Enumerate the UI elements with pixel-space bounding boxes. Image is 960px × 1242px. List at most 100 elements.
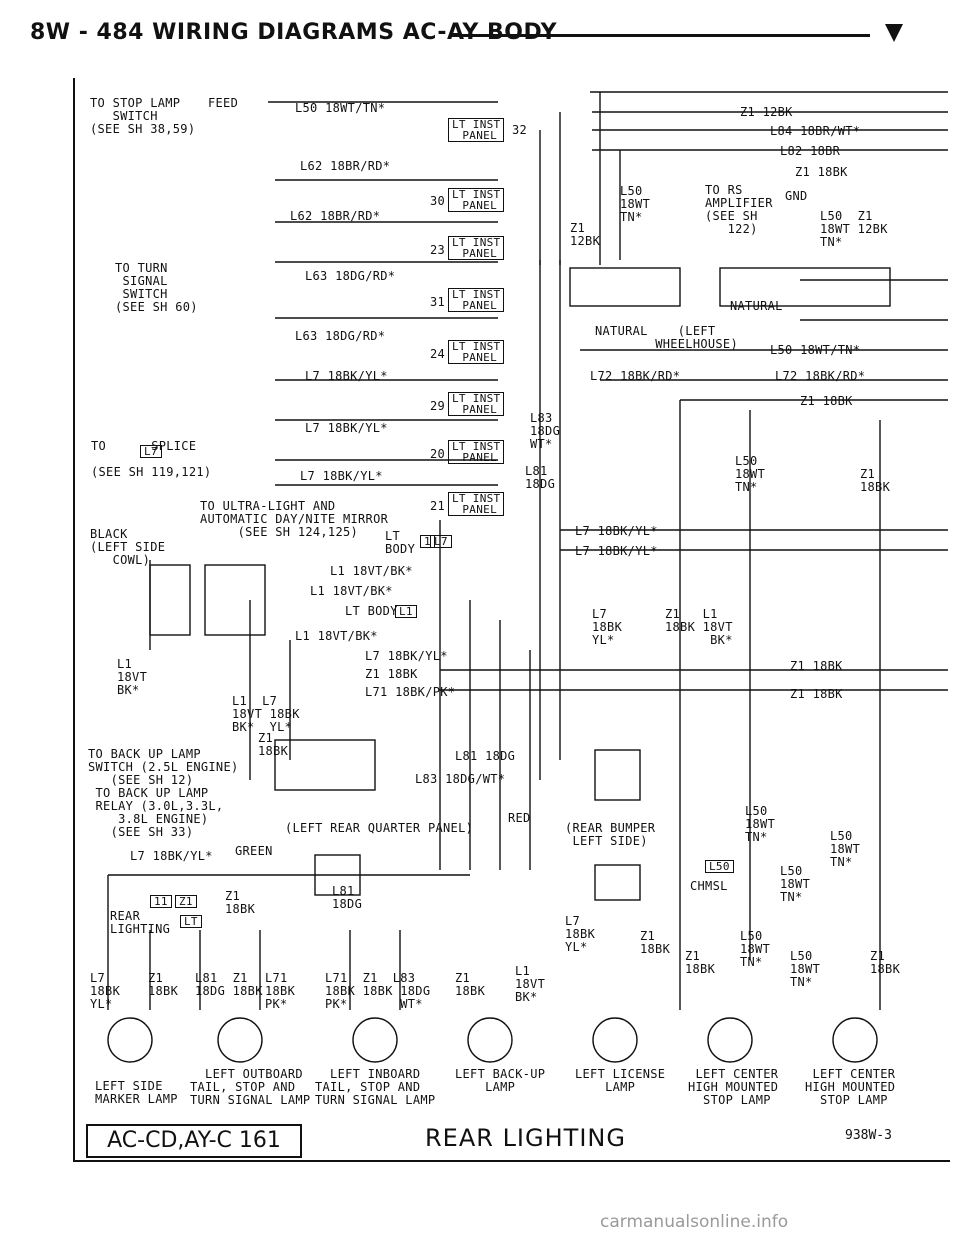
chmsl-l50-tag: L50 xyxy=(705,860,734,873)
wire-w23: L7 18BK/YL* xyxy=(575,524,658,538)
label-rear-lighting: REAR LIGHTING xyxy=(110,909,171,936)
wire-w20: L71 18BK/PK* xyxy=(365,685,456,699)
bottom-wire-b6: Z1 18BK xyxy=(455,971,486,998)
splice-tag: L7 xyxy=(140,445,162,458)
right-vertical-wires xyxy=(679,279,948,1010)
wire-w22: L83 18DG/WT* xyxy=(415,772,506,786)
wire-w26: Z1 18BK xyxy=(790,687,843,701)
wire-w11: L72 18BK/RD* xyxy=(590,369,681,383)
label-stop-switch: TO STOP LAMP SWITCH (SEE SH 38,59) xyxy=(90,96,196,136)
wire-w7: L62 18BR/RD* xyxy=(290,209,381,223)
chmsl-lamp-2-icon xyxy=(832,1017,878,1063)
vertical-tag-v14: L50 18WT TN* xyxy=(830,829,861,869)
vertical-tag-v4: L83 18DG WT* xyxy=(530,411,561,451)
vertical-tag-v3: L50 Z1 18WT 12BK TN* xyxy=(820,209,888,249)
wire-w12: L72 18BK/RD* xyxy=(775,369,866,383)
vertical-tag-v23: Z1 18BK xyxy=(870,949,901,976)
header-marker-icon xyxy=(885,24,903,42)
wire-w10: L7 18BK/YL* xyxy=(305,369,388,383)
footer-number: 938W-3 xyxy=(845,1128,892,1143)
lt-body-l1-tag: L1 xyxy=(395,605,417,618)
rear-lighting-lt-tag: LT xyxy=(180,915,202,928)
wire-w18: L7 18BK/YL* xyxy=(365,649,448,663)
label-ultralight: TO ULTRA-LIGHT AND AUTOMATIC DAY/NITE MI… xyxy=(200,499,389,539)
left-feed-wires xyxy=(268,101,498,486)
label-lt-body-2: LT BODY xyxy=(385,529,416,556)
quarter-panel-connector xyxy=(274,739,376,791)
connector-number-31: 31 xyxy=(430,295,446,309)
label-backup-switch: TO BACK UP LAMP SWITCH (2.5L ENGINE) (SE… xyxy=(88,747,239,839)
label-chmsl: CHMSL xyxy=(690,879,728,893)
rear-lighting-11-tag: 11 xyxy=(150,895,172,908)
lamp-left-backup: LEFT BACK-UP LAMP xyxy=(455,1067,546,1094)
vertical-tag-v8: L7 18BK YL* xyxy=(592,607,623,647)
vertical-tag-v22: L50 18WT TN* xyxy=(790,949,821,989)
vertical-tag-v12: Z1 18BK xyxy=(258,731,289,758)
rear-lighting-connector xyxy=(314,854,361,896)
wire-w3: L84 18BR/WT* xyxy=(770,124,861,138)
label-red: RED xyxy=(508,811,531,825)
bottom-wire-b4: L71 18BK PK* xyxy=(265,971,296,1011)
wire-w4: L82 18BR xyxy=(780,144,841,158)
lamp-left-side-marker: LEFT SIDE MARKER LAMP xyxy=(95,1079,178,1106)
connectors xyxy=(149,267,891,901)
center-vertical-wires xyxy=(439,260,561,870)
z1-bus-wires xyxy=(440,669,948,691)
panel-tag-29: LT INST PANEL xyxy=(448,392,505,416)
wire-w6: Z1 18BK xyxy=(795,165,848,179)
wire-w28: L50 18WT/TN* xyxy=(770,343,861,357)
panel-tag-32: LT INST PANEL xyxy=(448,118,505,142)
wire-w14: L7 18BK/YL* xyxy=(300,469,383,483)
l7-bus-wires xyxy=(560,529,948,551)
lamp-left-license: LEFT LICENSE LAMP xyxy=(575,1067,666,1094)
vertical-tag-v18: L7 18BK YL* xyxy=(565,914,596,954)
bottom-wire-b5: L71 Z1 L83 18BK 18BK 18DG PK* WT* xyxy=(325,971,431,1011)
label-natural: NATURAL xyxy=(730,299,783,313)
wire-w2: Z1 12BK xyxy=(740,105,793,119)
vertical-tag-v21: Z1 18BK xyxy=(685,949,716,976)
connector-number-24: 24 xyxy=(430,347,446,361)
mid-bus-wires xyxy=(580,349,948,401)
watermark: carmanualsonline.info xyxy=(600,1212,789,1232)
panel-tag-31: LT INST PANEL xyxy=(448,288,505,312)
label-natural-wheelhouse: NATURAL (LEFT WHEELHOUSE) xyxy=(595,324,738,351)
wire-w29: L7 18BK/YL* xyxy=(130,849,213,863)
vertical-tag-v16: Z1 18BK xyxy=(225,889,256,916)
label-black-cowl: BLACK (LEFT SIDE COWL) xyxy=(90,527,166,567)
wire-w19: Z1 18BK xyxy=(365,667,418,681)
rear-lighting-z1-tag: Z1 xyxy=(175,895,197,908)
wire-w15: L1 18VT/BK* xyxy=(330,564,413,578)
left-outboard-lamp-icon xyxy=(217,1017,263,1063)
lamps xyxy=(107,1017,878,1063)
wire-w1: L50 18WT/TN* xyxy=(295,101,386,115)
license-connector xyxy=(594,864,641,901)
black-cowl-connector xyxy=(149,564,191,636)
panel-tag-30: LT INST PANEL xyxy=(448,188,505,212)
label-quarter-panel: (LEFT REAR QUARTER PANEL) xyxy=(285,821,474,835)
panel-tag-24: LT INST PANEL xyxy=(448,340,505,364)
wire-w9: L63 18DG/RD* xyxy=(295,329,386,343)
right-bus-wires-top xyxy=(590,91,948,151)
wire-w17: L1 18VT/BK* xyxy=(295,629,378,643)
vertical-tag-v7: Z1 18BK xyxy=(860,467,891,494)
rear-bumper-connector xyxy=(594,749,641,801)
label-lt-body: LT BODY xyxy=(345,604,398,618)
connector-number-30: 30 xyxy=(430,194,446,208)
connector-number-21: 21 xyxy=(430,499,446,513)
vertical-tag-v13: L50 18WT TN* xyxy=(745,804,776,844)
page-title: 8W - 484 WIRING DIAGRAMS AC-AY BODY xyxy=(30,20,558,45)
wire-w16: L1 18VT/BK* xyxy=(310,584,393,598)
vertical-tag-v5: L81 18DG xyxy=(525,464,556,491)
left-inboard-lamp-icon xyxy=(352,1017,398,1063)
vertical-tag-v10: L1 18VT BK* xyxy=(117,657,148,697)
vertical-trunk-wires xyxy=(539,92,621,265)
chmsl-lamp-1-icon xyxy=(707,1017,753,1063)
label-amplifier: TO RS AMPLIFIER (SEE SH 122) xyxy=(705,183,773,236)
vertical-tag-v2: Z1 12BK xyxy=(570,221,601,248)
left-backup-lamp-icon xyxy=(467,1017,513,1063)
bottom-wire-b2: Z1 18BK xyxy=(148,971,179,998)
panel-tag-21: LT INST PANEL xyxy=(448,492,505,516)
lamp-left-outboard: LEFT OUTBOARD TAIL, STOP AND TURN SIGNAL… xyxy=(190,1067,311,1107)
header-rule xyxy=(450,34,870,37)
